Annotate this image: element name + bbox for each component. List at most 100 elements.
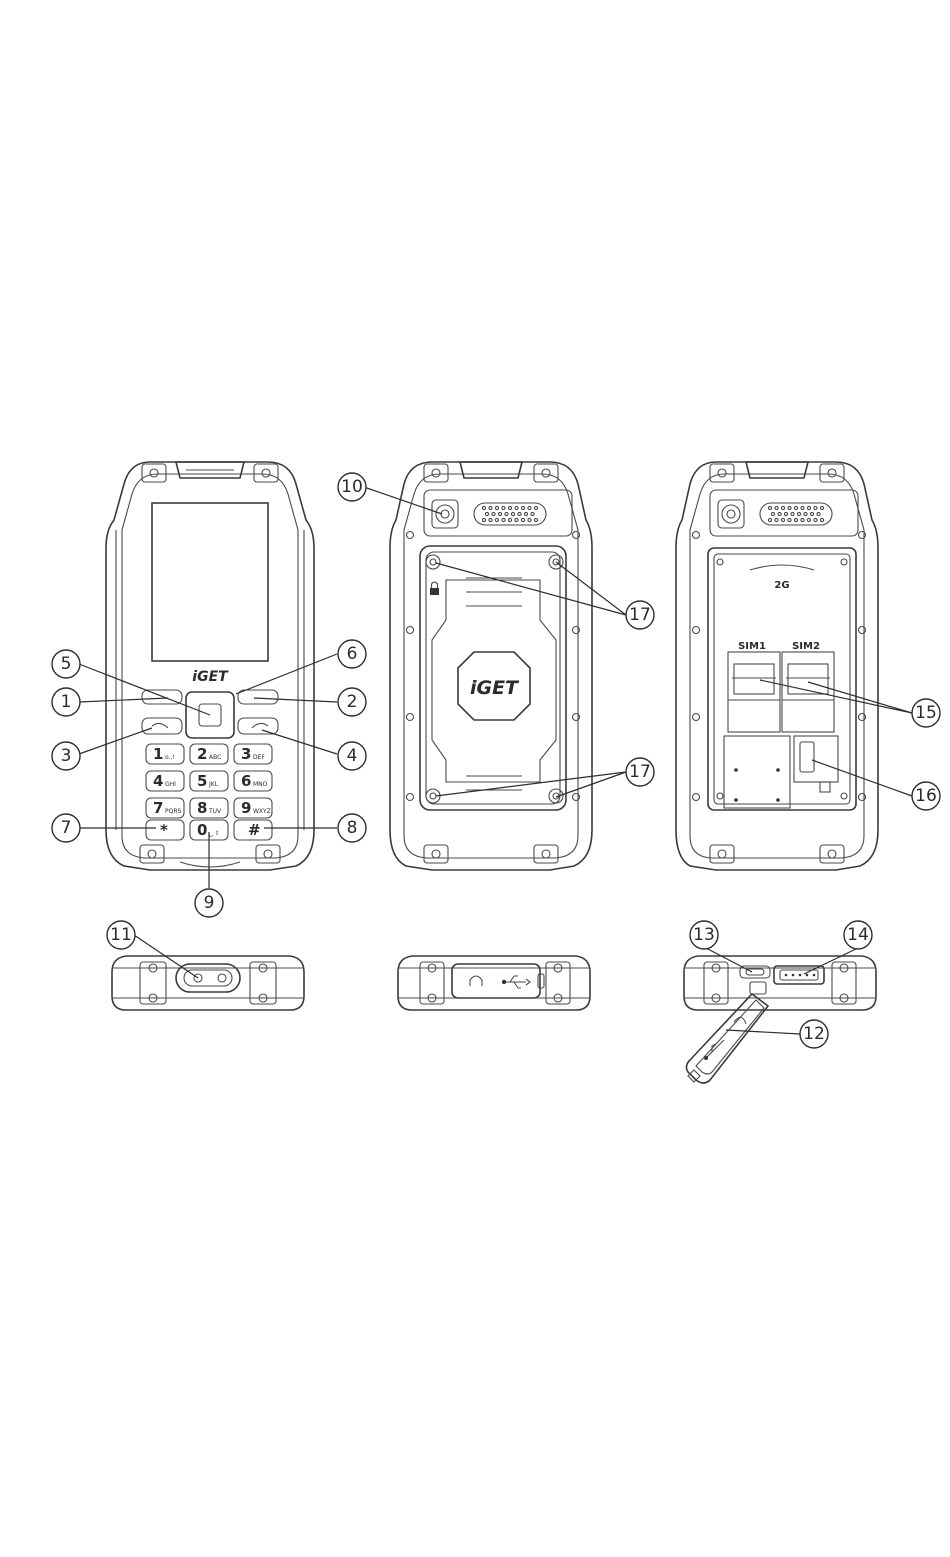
callout-4: 4: [338, 742, 366, 770]
call-key[interactable]: [142, 718, 182, 734]
back-logo: iGET: [470, 677, 520, 699]
usb-icon: [502, 976, 530, 988]
callout-16-label: 16: [915, 786, 937, 806]
micro-usb-port[interactable]: [774, 966, 824, 984]
callout-9: 9: [195, 889, 223, 917]
callout-3: 3: [52, 742, 80, 770]
phone-bottom-edge-closed-view: [398, 956, 590, 1010]
keypad-key-letters: GHI: [165, 781, 176, 788]
callout-6-label: 6: [347, 644, 358, 664]
callout-5: 5: [52, 650, 80, 678]
keypad-key-label: 3: [241, 745, 251, 763]
keypad-key-letters: TUV: [208, 808, 222, 815]
callout-17-top-label: 17: [629, 605, 651, 625]
callout-7: 7: [52, 814, 80, 842]
keypad-key-letters: ABC: [209, 754, 221, 761]
flashlight-icon: [432, 500, 458, 528]
callout-1-label: 1: [61, 692, 72, 712]
keypad-key-letters: MNO: [253, 781, 268, 788]
keypad-key-letters: WXYZ: [253, 808, 271, 815]
callout-10-label: 10: [341, 477, 363, 497]
keypad-key-letters: JKL: [208, 781, 219, 788]
keypad-key-label: 2: [197, 745, 207, 763]
callout-8: 8: [338, 814, 366, 842]
callout-12-label: 12: [803, 1024, 825, 1044]
callout-10: 10: [338, 473, 366, 501]
sim1-slot[interactable]: [728, 652, 780, 732]
keypad-key-label: 5: [197, 772, 207, 790]
phone-top-edge-view: [112, 956, 304, 1010]
callout-14: 14: [844, 921, 872, 949]
phone-open-back-view: 2G SIM1 SIM2: [676, 462, 878, 870]
keypad-key-label: 7: [153, 799, 163, 817]
callout-5-label: 5: [61, 654, 72, 674]
display-screen: [152, 503, 268, 661]
callout-17-top: 17: [626, 601, 654, 629]
right-soft-key[interactable]: [238, 690, 278, 704]
network-label: 2G: [774, 580, 789, 591]
sim2-slot[interactable]: [782, 652, 834, 732]
callout-2: 2: [338, 688, 366, 716]
callout-15: 15: [912, 699, 940, 727]
callout-9-label: 9: [204, 893, 215, 913]
keypad-key-label: 9: [241, 799, 251, 817]
callout-16: 16: [912, 782, 940, 810]
keypad-key-letters: PQRS: [165, 808, 182, 815]
keypad-key-label: 0: [197, 821, 207, 839]
camera-lens-icon: [718, 500, 744, 528]
sim2-label: SIM2: [792, 641, 820, 652]
callout-3-label: 3: [61, 746, 72, 766]
phone-bottom-edge-open-view: [684, 956, 876, 1083]
keypad-key-label: 8: [197, 799, 207, 817]
end-call-icon: [252, 723, 268, 728]
keypad-key-label: 6: [241, 772, 251, 790]
callout-7-label: 7: [61, 818, 72, 838]
callout-14-label: 14: [847, 925, 869, 945]
phone-back-view: iGET: [390, 462, 592, 870]
call-icon: [152, 723, 168, 728]
callout-17-bottom: 17: [626, 758, 654, 786]
callout-17-bottom-label: 17: [629, 762, 651, 782]
keypad-key-label: 4: [153, 772, 163, 790]
sd-card-slot[interactable]: [794, 736, 838, 792]
callout-1: 1: [52, 688, 80, 716]
keypad-key-letters: DEF: [253, 754, 265, 761]
keypad-key-letters: ␣ ⇧: [209, 830, 220, 837]
keypad-key-label: #: [248, 821, 261, 839]
callout-2-label: 2: [347, 692, 358, 712]
callout-8-label: 8: [347, 818, 358, 838]
callout-12: 12: [800, 1020, 828, 1048]
headphone-icon: [470, 976, 482, 986]
callout-13-label: 13: [693, 925, 715, 945]
port-cover-flap[interactable]: [686, 994, 768, 1083]
speaker-grille-icon: [474, 503, 546, 525]
callout-13: 13: [690, 921, 718, 949]
callout-6: 6: [338, 640, 366, 668]
keypad-key-label: 1: [153, 745, 163, 763]
keypad-key-letters: o.,!: [165, 754, 175, 761]
speaker-grille-icon: [760, 503, 832, 525]
keypad-key-star[interactable]: *: [146, 820, 184, 840]
callout-15-label: 15: [915, 703, 937, 723]
keypad-key-hash[interactable]: #: [234, 820, 272, 840]
callout-4-label: 4: [347, 746, 358, 766]
callout-11: 11: [107, 921, 135, 949]
callout-11-label: 11: [110, 925, 132, 945]
end-key[interactable]: [238, 718, 278, 734]
keypad-key-label: *: [160, 821, 168, 839]
lock-icon: [430, 582, 439, 595]
callouts: 1 2 3 4 5 6 7 8 9 10 11 12 13 14 15 16 1…: [52, 473, 940, 1048]
sim1-label: SIM1: [738, 641, 766, 652]
